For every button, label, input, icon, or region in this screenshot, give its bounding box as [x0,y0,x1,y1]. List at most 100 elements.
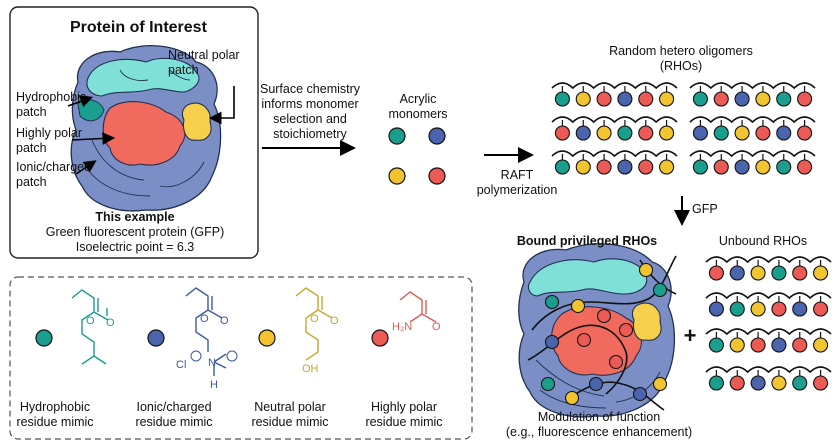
label-ionic-line2: patch [16,175,47,189]
unbound-chain-1-bead [792,301,808,317]
rho-chain-0-1-backbone [689,82,816,90]
chem-label-o-3b: O [330,315,339,327]
label-ionic: Ionic/charged patch [16,160,91,190]
unbound-chain-2-bead [729,337,745,353]
neutral-pointer [208,86,235,125]
unbound-chain-2-backbone [705,328,832,336]
rho-chain-2-1-bead [776,159,792,175]
chem-label-h2n: H₂N [392,321,412,333]
legend-label-neutral: Neutral polar residue mimic [240,400,340,430]
monomer-yellow [388,167,406,185]
unbound-chain-3-bead [771,375,787,391]
rho-chain-1-0-backbone [551,116,678,124]
rho-chain-0-0-bead [617,91,633,107]
rho-chain-2-1-bead [734,159,750,175]
legend-label-highly-polar-line1: Highly polar [370,400,437,414]
raft-label: RAFT polymerization [472,168,562,198]
monomer-teal [388,127,406,145]
structure-highly-polar [399,291,437,323]
unbound-chain-1-backbone [705,292,832,300]
rho-chain-2-1-bead [713,159,729,175]
unbound-chain-3-bead [792,375,808,391]
unbound-chain-0-bead [771,265,787,281]
legend-label-neutral-line2: residue mimic [251,415,329,429]
legend-label-hydrophobic: Hydrophobic residue mimic [6,400,104,430]
rho-chain-0-0-backbone [551,82,678,90]
protein-box-title: Protein of Interest [70,19,207,36]
monomers-label: Acrylic monomers [378,92,458,122]
unbound-chain-0-bead [813,265,829,281]
rho-chain-2-0-bead [638,159,654,175]
label-highly-polar-line1: Highly polar [16,126,83,140]
gfp-label: GFP [692,202,718,216]
rho-chain-2-0-bead [575,159,591,175]
legend-circle-neutral [258,329,276,347]
rho-chain-1-1-bead [776,125,792,141]
label-neutral-line1: Neutral polar [168,48,240,62]
chem-label-o-2: O [200,313,209,325]
chem-label-o-4: O [432,321,441,333]
surface-chem-line3: selection and [273,112,347,126]
rho-chain-2-1-bead [755,159,771,175]
rho-chain-0-1-bead [692,91,708,107]
label-neutral: Neutral polar patch [168,48,240,78]
monomer-red [428,167,446,185]
rho-chain-0-1-bead [713,91,729,107]
legend-label-neutral-line1: Neutral polar [254,400,326,414]
surface-chem-text: Surface chemistry informs monomer select… [258,82,362,142]
unbound-chain-2-bead [771,337,787,353]
unbound-chain-2-bead [750,337,766,353]
raft-label-line2: polymerization [476,183,558,197]
legend-circle-highly-polar [371,329,389,347]
chem-label-cl: Cl [176,359,186,371]
surface-chem-line1: Surface chemistry [259,82,361,96]
label-hydrophobic-line1: Hydrophobic [16,90,87,104]
legend-label-highly-polar-line2: residue mimic [365,415,443,429]
monomers-label-line1: Acrylic [399,92,437,106]
label-highly-polar-line2: patch [16,141,47,155]
unbound-chain-0-backbone [705,256,832,264]
monomer-circles [388,127,446,185]
highly-polar-pointer [71,132,116,145]
rho-chain-1-0-bead [554,125,570,141]
rho-chain-0-0-bead [596,91,612,107]
modulation-label-line2: (e.g., fluorescence enhancement) [505,425,693,439]
unbound-chain-1-bead [729,301,745,317]
unbound-chain-3-backbone [705,366,832,374]
rho-chain-1-1-bead [755,125,771,141]
rho-chain-1-1-bead [797,125,813,141]
rho-chain-1-0-bead [617,125,633,141]
unbound-chain-2-bead [813,337,829,353]
rhos-label: Random hetero oligomers (RHOs) [586,44,776,74]
unbound-chain-3-bead [708,375,724,391]
monomers-label-line2: monomers [388,107,448,121]
rho-chain-2-0-bead [596,159,612,175]
rho-chain-1-0-bead [659,125,675,141]
chem-label-o-1: O [86,315,95,327]
rho-chain-1-0-bead [596,125,612,141]
rhos-label-line2: (RHOs) [659,59,703,73]
rho-chain-1-1-backbone [689,116,816,124]
structure-ionic [185,287,227,376]
unbound-chain-3-bead [813,375,829,391]
rho-chain-2-0-backbone [551,150,678,158]
label-neutral-line2: patch [168,63,199,77]
rho-chain-0-1-bead [776,91,792,107]
rhos-label-line1: Random hetero oligomers [609,44,753,58]
unbound-chain-0-bead [792,265,808,281]
example-title: This example [95,210,175,224]
label-hydrophobic-line2: patch [16,105,47,119]
rho-chain-0-0-bead [575,91,591,107]
chem-charge-plus [226,350,238,362]
modulation-label: Modulation of function (e.g., fluorescen… [494,410,704,440]
unbound-chain-1-bead [813,301,829,317]
legend-label-hydrophobic-line2: residue mimic [16,415,94,429]
rho-chain-0-1-bead [734,91,750,107]
rho-chain-2-0-bead [554,159,570,175]
chem-label-h: H [210,379,218,391]
chem-label-o-3: O [310,313,319,325]
surface-chem-line2: informs monomer [261,97,359,111]
chem-label-o-2b: O [220,315,229,327]
ionic-pointer [75,160,97,175]
